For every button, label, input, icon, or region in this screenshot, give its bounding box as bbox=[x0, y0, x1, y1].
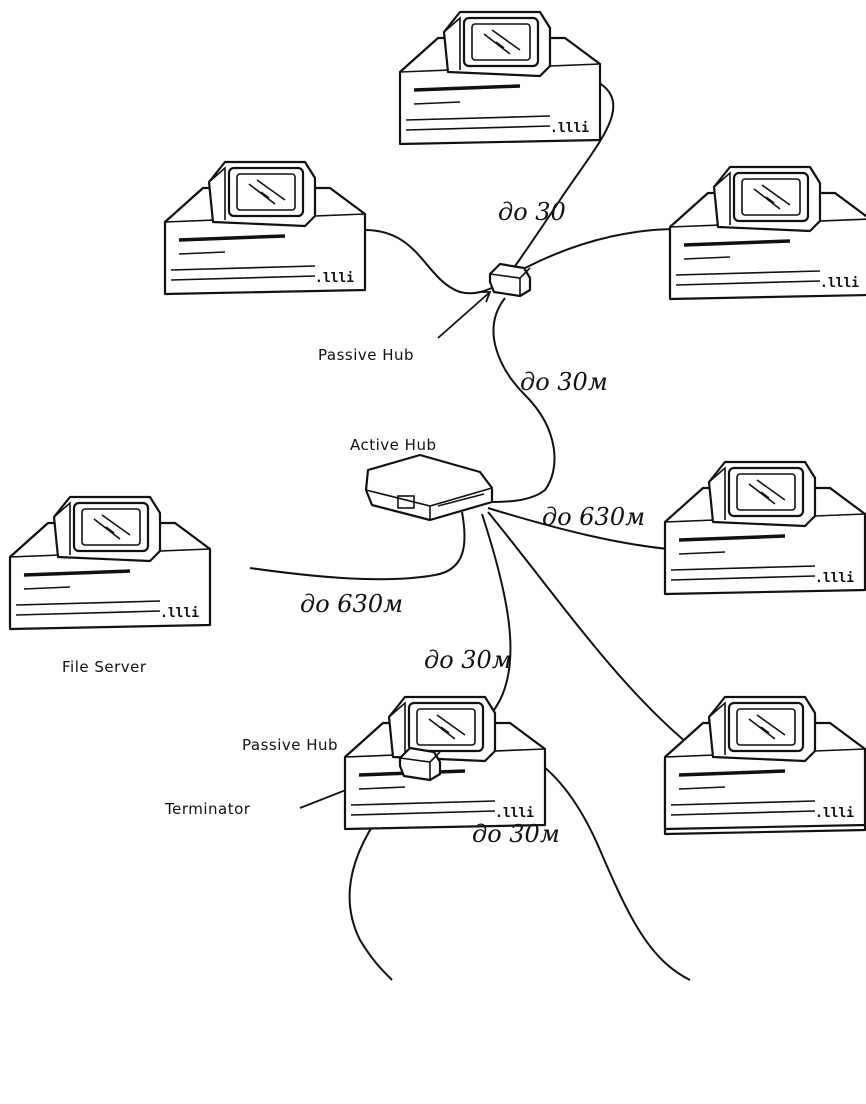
distance-passive-bottom-right: до 30м bbox=[472, 820, 560, 848]
pc-bottom-left bbox=[343, 695, 547, 831]
passive-hub-top bbox=[488, 262, 532, 298]
terminator-label: Terminator bbox=[164, 800, 251, 818]
cable-active-to-right-pc bbox=[487, 507, 679, 551]
active-hub bbox=[364, 453, 494, 522]
distance-passive-active: до 30м bbox=[520, 368, 608, 396]
distance-active-passive-bottom: до 30м bbox=[424, 646, 512, 674]
passive-hub-top-label: Passive Hub bbox=[318, 346, 414, 364]
distance-active-right: до 630м bbox=[542, 503, 645, 531]
pc-top bbox=[398, 10, 602, 146]
passive-hub-bottom-label: Passive Hub bbox=[242, 736, 338, 754]
cable-passive-to-active bbox=[487, 297, 556, 503]
active-hub-label: Active Hub bbox=[350, 436, 436, 454]
distance-active-file-server: до 630м bbox=[300, 590, 403, 618]
pc-top-right bbox=[668, 165, 866, 301]
passive-hub-top-arrowhead bbox=[480, 291, 492, 303]
pc-middle-right bbox=[663, 460, 866, 596]
pc-bottom-right bbox=[663, 695, 866, 831]
cable-active-to-file-server bbox=[249, 511, 466, 581]
passive-hub-top-pointer bbox=[437, 291, 491, 339]
cable-top-left-pc bbox=[364, 229, 499, 295]
file-server-label: File Server bbox=[62, 658, 147, 676]
pc-top-left bbox=[163, 160, 367, 296]
passive-hub-bottom bbox=[398, 746, 442, 782]
cable-active-to-lower-right-pc bbox=[487, 511, 699, 753]
cable-top-pc bbox=[504, 77, 615, 281]
distance-top: до 30 bbox=[498, 198, 566, 226]
pc-file-server bbox=[8, 495, 212, 631]
